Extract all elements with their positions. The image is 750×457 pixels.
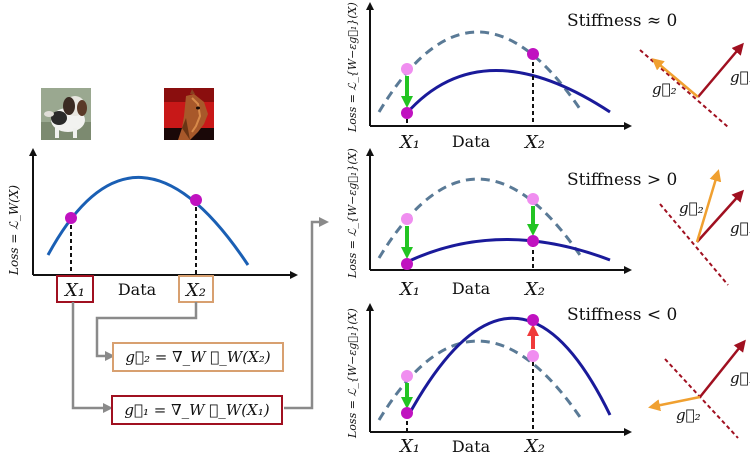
p2-g1-vector xyxy=(696,189,745,243)
g2-formula: g⃗₂ = ∇_W ℒ_W(X₂) xyxy=(125,348,270,366)
p3-x1-label: X₁ xyxy=(398,436,420,457)
p3-g2-vector xyxy=(648,395,701,412)
p2-x2-original-point xyxy=(527,193,539,205)
p2-updated-curve xyxy=(406,238,611,264)
p1-x1-updated-point xyxy=(401,107,413,119)
dog-image xyxy=(41,88,91,140)
p3-x1-original-point xyxy=(401,370,413,382)
horse-image xyxy=(164,88,214,140)
p2-title: Stiffness > 0 xyxy=(567,170,677,190)
p3-g1-label: g⃗₁ xyxy=(730,369,750,387)
p2-x1-updated-point xyxy=(401,258,413,270)
left-y-label: Loss = ℒ_W(X) xyxy=(7,185,21,276)
g2-formula-box: g⃗₂ = ∇_W ℒ_W(X₂) xyxy=(112,342,284,372)
p2-x2-label: X₂ xyxy=(523,279,545,300)
p3-tangent-line xyxy=(664,358,739,439)
p1-data-label: Data xyxy=(452,132,491,151)
p3-data-label: Data xyxy=(452,437,491,456)
left-x2-box xyxy=(178,275,214,303)
left-x2-label: X₂ xyxy=(184,280,206,301)
p3-x2-label: X₂ xyxy=(523,436,545,457)
p1-title: Stiffness ≈ 0 xyxy=(567,11,677,31)
p1-g2-vector xyxy=(651,58,699,98)
p1-y-label: Loss = ℒ_{W−εg⃗₁}(X) xyxy=(346,2,359,133)
x2-connector xyxy=(95,302,198,361)
x1-connector xyxy=(71,302,113,413)
p2-data-label: Data xyxy=(452,279,491,298)
left-connectors xyxy=(71,217,329,413)
p1-x1-original-point xyxy=(401,63,413,75)
p1-x2-label: X₂ xyxy=(523,132,545,153)
p2-g1-label: g⃗₁ xyxy=(730,219,750,237)
g1-formula-box: g⃗₁ = ∇_W ℒ_W(X₁) xyxy=(111,395,283,425)
p1-x2-point xyxy=(527,48,539,60)
panel-stiffness-positive: Loss = ℒ_{W−εg⃗₁}(X) X₁ Data X₂ Stiffnes… xyxy=(346,148,750,300)
p3-y-label: Loss = ℒ_{W−εg⃗₁}(X) xyxy=(346,308,359,439)
p3-updated-curve xyxy=(405,316,612,419)
g1-formula: g⃗₁ = ∇_W ℒ_W(X₁) xyxy=(124,401,269,419)
p1-tangent-line xyxy=(639,49,729,128)
panel-stiffness-zero: Loss = ℒ_{W−εg⃗₁}(X) X₁ Data X₂ Stiffnes… xyxy=(346,2,750,153)
p3-x2-updated-point xyxy=(527,314,539,326)
left-loss-curve xyxy=(46,175,250,266)
p3-x1-updated-point xyxy=(401,407,413,419)
left-x2-point xyxy=(190,194,202,206)
p1-g1-vector xyxy=(697,42,744,98)
p3-title: Stiffness < 0 xyxy=(567,305,677,325)
to-panels-connector xyxy=(284,217,329,410)
p1-g2-label: g⃗₂ xyxy=(652,80,677,98)
p1-g1-label: g⃗₁ xyxy=(730,68,750,86)
left-x1-label: X₁ xyxy=(63,280,85,301)
panel-stiffness-negative: Loss = ℒ_{W−εg⃗₁}(X) X₁ Data X₂ Stiffnes… xyxy=(346,303,750,457)
p2-tangent-line xyxy=(659,203,729,286)
p2-y-label: Loss = ℒ_{W−εg⃗₁}(X) xyxy=(346,148,359,279)
p1-updated-curve xyxy=(404,69,611,115)
p3-x2-original-point xyxy=(527,350,539,362)
p2-x1-original-point xyxy=(401,213,413,225)
left-x1-box xyxy=(56,275,94,303)
p1-x1-label: X₁ xyxy=(398,132,420,153)
left-data-label: Data xyxy=(118,280,157,299)
left-x1-point xyxy=(65,212,77,224)
left-loss-plot: Loss = ℒ_W(X) X₁ Data X₂ xyxy=(7,148,298,303)
p3-g2-label: g⃗₂ xyxy=(676,406,701,424)
p2-x1-label: X₁ xyxy=(398,279,420,300)
p2-x2-updated-point xyxy=(527,235,539,247)
p2-g2-vector xyxy=(695,169,722,243)
p2-g2-label: g⃗₂ xyxy=(679,199,704,217)
p3-g1-vector xyxy=(699,339,746,398)
